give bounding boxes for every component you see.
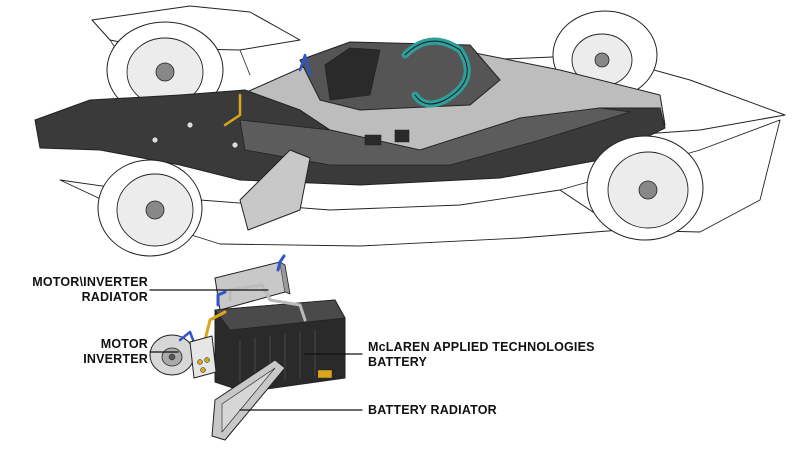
copper-wire	[203, 310, 227, 342]
bolt-1	[186, 121, 194, 129]
rear-wheel-bottom	[97, 159, 203, 257]
inverter	[189, 335, 217, 379]
motor	[149, 334, 195, 376]
car-pipe-blue	[298, 53, 312, 77]
label-motor-inverter-radiator: MOTOR\INVERTER RADIATOR	[28, 275, 148, 305]
radiator-feed-pipe	[276, 254, 286, 272]
side-vent-2	[394, 129, 410, 143]
label-battery: McLAREN APPLIED TECHNOLOGIES BATTERY	[368, 340, 595, 370]
car-radiator	[239, 149, 311, 231]
blue-pipe	[216, 290, 227, 307]
battery-pipe	[228, 283, 307, 322]
front-wheel-bottom	[586, 135, 704, 241]
formula-e-car	[34, 5, 786, 257]
label-motor-inverter-line1: MOTOR	[100, 337, 148, 351]
label-battery-radiator: BATTERY RADIATOR	[368, 403, 497, 418]
side-vent-1	[364, 134, 382, 146]
inverter-terminal-3	[200, 367, 206, 373]
label-battery-line1: McLAREN APPLIED TECHNOLOGIES	[368, 340, 595, 354]
battery-ribs	[239, 329, 316, 386]
halo-outline	[404, 40, 468, 105]
car-wire-copper	[223, 93, 242, 127]
motor-inverter-radiator-edge	[279, 261, 291, 295]
seat	[324, 47, 381, 101]
component-assembly	[149, 254, 363, 441]
label-motor-inverter-radiator-line2: RADIATOR	[81, 290, 148, 304]
label-motor-inverter-radiator-line1: MOTOR\INVERTER	[32, 275, 148, 289]
inverter-terminal-2	[204, 357, 210, 363]
label-motor-inverter: MOTOR INVERTER	[28, 337, 148, 367]
battery-warning-label	[317, 369, 333, 379]
label-battery-radiator-line1: BATTERY RADIATOR	[368, 403, 497, 417]
battery-radiator-inner	[221, 367, 276, 433]
inverter-terminal-1	[197, 359, 203, 365]
label-motor-inverter-line2: INVERTER	[83, 352, 148, 366]
bolt-3	[231, 141, 239, 149]
label-battery-line2: BATTERY	[368, 355, 428, 369]
bolt-2	[151, 136, 159, 144]
